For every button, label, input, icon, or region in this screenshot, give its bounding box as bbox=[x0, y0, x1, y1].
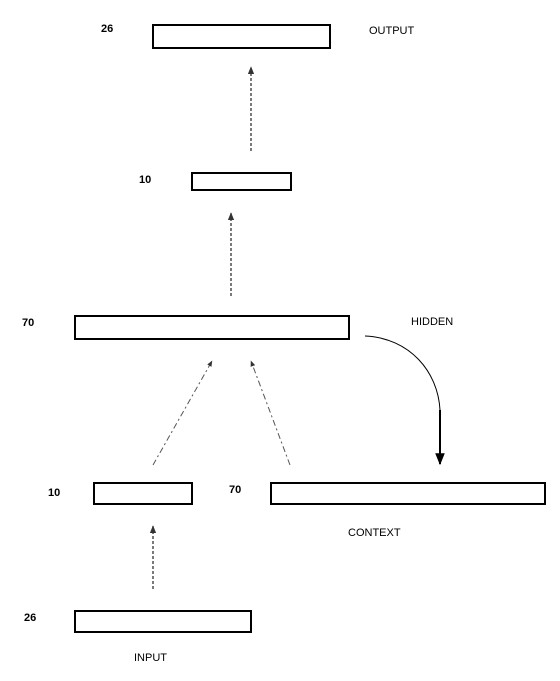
hidden-layer-box bbox=[74, 315, 350, 340]
context-layer-box bbox=[270, 482, 546, 505]
input-layer-box bbox=[74, 610, 252, 633]
output-layer-box bbox=[152, 24, 331, 49]
input-layer-label: INPUT bbox=[134, 652, 167, 664]
context-layer-label: CONTEXT bbox=[348, 527, 401, 539]
arrow-context-to-hidden bbox=[250, 360, 291, 466]
embed-size-label: 10 bbox=[48, 487, 60, 499]
output-size-label: 26 bbox=[101, 23, 113, 35]
copy-arc-hidden-to-context bbox=[364, 335, 441, 411]
hidden-size-label: 70 bbox=[22, 317, 34, 329]
embed-layer-box bbox=[93, 482, 193, 505]
hidden2-layer-box bbox=[191, 172, 292, 191]
arrow-embed-to-hidden bbox=[152, 360, 213, 466]
input-size-label: 26 bbox=[24, 612, 36, 624]
hidden-layer-label: HIDDEN bbox=[411, 316, 453, 328]
output-layer-label: OUTPUT bbox=[369, 25, 415, 37]
context-size-label: 70 bbox=[229, 484, 241, 496]
hidden2-size-label: 10 bbox=[139, 174, 151, 186]
